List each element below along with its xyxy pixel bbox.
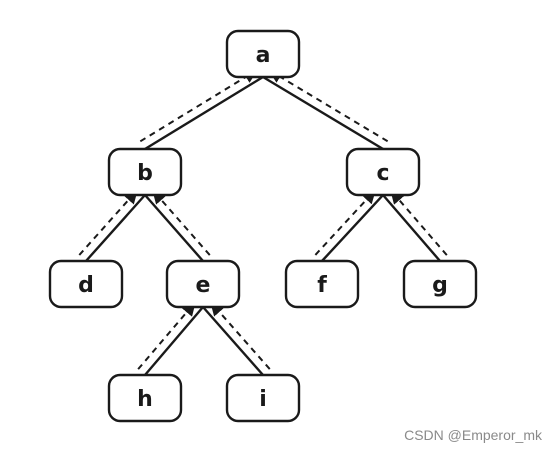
node-box bbox=[402, 259, 478, 309]
tree-node-a: a bbox=[225, 29, 301, 79]
node-label: c bbox=[376, 161, 389, 186]
node-box bbox=[107, 147, 183, 197]
return-edge-b-a bbox=[139, 69, 258, 143]
tree-node-e: e bbox=[165, 259, 241, 309]
tree-node-i: i bbox=[225, 373, 301, 423]
edge-e-h bbox=[144, 306, 204, 376]
return-edge-h-e bbox=[137, 301, 196, 370]
edge-e-i bbox=[202, 306, 264, 376]
node-box bbox=[165, 259, 241, 309]
node-label: e bbox=[196, 273, 211, 298]
tree-node-c: c bbox=[345, 147, 421, 197]
node-label: h bbox=[137, 387, 153, 412]
node-label: b bbox=[137, 161, 153, 186]
tree-node-h: h bbox=[107, 373, 183, 423]
node-box bbox=[284, 259, 360, 309]
tree-node-d: d bbox=[48, 259, 124, 309]
node-box bbox=[345, 147, 421, 197]
return-edge-c-a bbox=[268, 69, 389, 143]
edge-b-e bbox=[144, 194, 204, 262]
edge-c-g bbox=[382, 194, 441, 262]
tree-node-f: f bbox=[284, 259, 360, 309]
edge-b-d bbox=[85, 194, 146, 262]
return-edge-g-c bbox=[390, 189, 448, 256]
watermark: CSDN @Emperor_mk bbox=[404, 427, 542, 443]
return-edge-e-b bbox=[152, 189, 211, 256]
nodes-layer: a b c d e f g h i bbox=[48, 29, 478, 423]
node-box bbox=[48, 259, 124, 309]
return-edge-d-b bbox=[78, 189, 138, 256]
node-box bbox=[107, 373, 183, 423]
node-label: d bbox=[78, 273, 94, 298]
node-box bbox=[225, 373, 301, 423]
edge-a-b bbox=[144, 75, 264, 151]
node-label: f bbox=[317, 273, 327, 298]
node-label: i bbox=[259, 387, 267, 412]
return-edge-f-c bbox=[314, 189, 376, 256]
node-label: a bbox=[256, 43, 271, 68]
node-label: g bbox=[432, 273, 448, 298]
edge-a-c bbox=[262, 75, 384, 151]
tree-node-b: b bbox=[107, 147, 183, 197]
edge-c-f bbox=[321, 194, 384, 262]
return-edge-i-e bbox=[210, 301, 271, 370]
tree-node-g: g bbox=[402, 259, 478, 309]
node-box bbox=[225, 29, 301, 79]
edges-layer bbox=[78, 69, 448, 376]
